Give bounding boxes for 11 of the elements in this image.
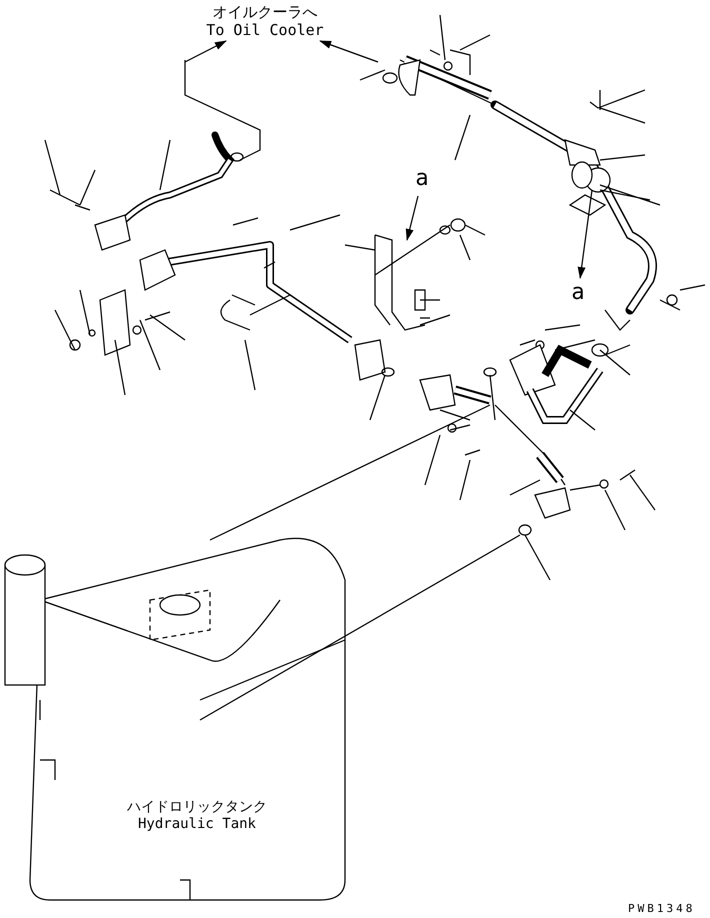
tank-label: Hydraulic Tank [136, 816, 257, 832]
note-text: オイルクーラへ [212, 3, 318, 21]
note-text: To Oil Cooler [205, 21, 325, 39]
note-text: a [414, 166, 430, 191]
tank-label: ハイドロリックタンク [126, 798, 268, 816]
note-text: a [570, 280, 586, 305]
drawing-number: PWB1348 [628, 902, 696, 915]
arrow [319, 40, 378, 63]
arrow [406, 196, 419, 241]
arrow [578, 190, 593, 279]
arrow [184, 40, 227, 63]
